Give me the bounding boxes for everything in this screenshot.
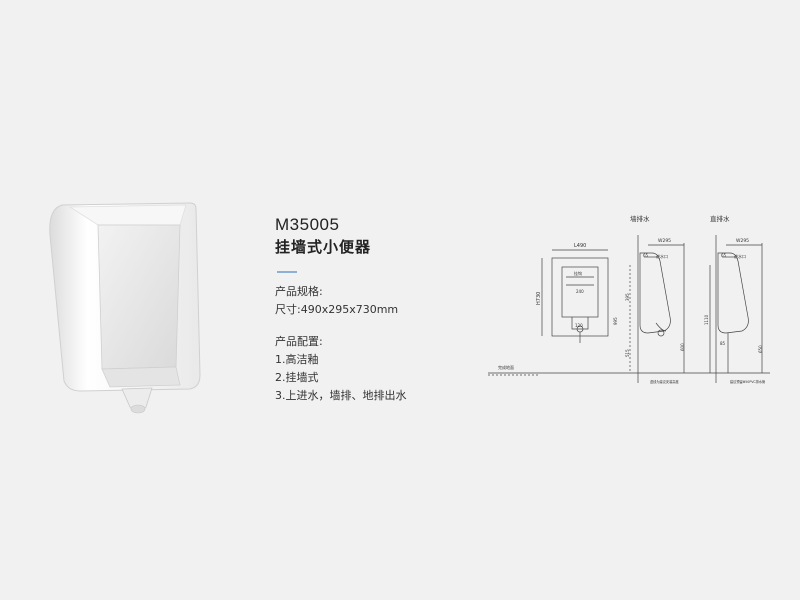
wall-inlet-label: 进水口 (656, 253, 668, 259)
wall-dim-total: 995 (613, 317, 618, 325)
config-item-3: 3.上进水，墙排、地排出水 (275, 389, 407, 402)
config-heading: 产品配置: (275, 335, 323, 348)
config-item-2: 2.挂墙式 (275, 371, 319, 384)
wall-depth-label: W295 (658, 238, 671, 244)
front-bottom-width: 120 (575, 323, 583, 328)
specs-size: 尺寸:490x295x730mm (275, 303, 399, 316)
specs-heading: 产品规格: (275, 285, 323, 298)
wall-dim-top: 65 (643, 253, 649, 258)
product-name: 挂墙式小便器 (275, 238, 372, 256)
model-number: M35005 (275, 215, 340, 234)
wall-dim-lower: 515 (625, 349, 630, 357)
floor-note: 建议预留Φ50PVC排水管 (730, 379, 765, 384)
wall-note: 虚线为建议安装高度 (650, 379, 679, 384)
floor-depth-label: W295 (736, 238, 749, 244)
wall-dim-outlet: 600 (680, 343, 685, 351)
floor-drain-title: 直排水 (710, 214, 730, 223)
accent-divider (277, 271, 297, 273)
floor-dim-offset: 85 (720, 341, 726, 346)
product-photo (49, 202, 201, 414)
product-info: M35005 挂墙式小便器 产品规格: 尺寸:490x295x730mm 产品配… (275, 215, 475, 405)
wall-drain-title: 墙排水 (630, 214, 650, 223)
config-item-1: 1.高洁釉 (275, 353, 319, 366)
floor-dim-top: 65 (721, 253, 727, 258)
front-hook-label: 挂钩 (574, 270, 582, 276)
wall-dim-upper: 395 (625, 293, 630, 301)
floor-label: 完成地面 (498, 364, 514, 370)
front-inner-width: 240 (576, 289, 584, 294)
technical-drawings: 墙排水 直排水 L490 H730 挂钩 240 120 完成地面 W295 6… (488, 214, 770, 384)
floor-dim-outlet: 650 (758, 345, 763, 353)
front-width-label: L490 (574, 243, 586, 249)
floor-dim-total: 1110 (704, 314, 709, 325)
floor-inlet-label: 进水口 (734, 253, 746, 259)
front-height-label: H730 (536, 292, 542, 305)
